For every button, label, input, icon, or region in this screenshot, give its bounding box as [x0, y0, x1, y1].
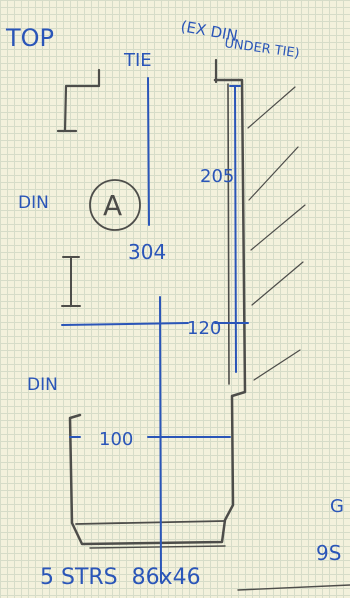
- footer-annotation: 5 STRS 86x46: [40, 565, 201, 590]
- cutoff-text-2: 9S: [316, 541, 341, 565]
- dimension-100: 100: [99, 429, 133, 450]
- bottom-right-line: [237, 584, 350, 591]
- right-wall-outline: [68, 78, 247, 546]
- din-label-upper: DIN: [18, 193, 49, 213]
- bottom-base-curve: [89, 545, 226, 549]
- right-wall-inner: [227, 83, 230, 385]
- cutoff-text-1: G: [330, 496, 344, 517]
- bottom-base-outline: [75, 520, 225, 525]
- din-label-lower: DIN: [27, 375, 58, 395]
- dimension-304: 304: [128, 240, 166, 264]
- section-circle: [89, 179, 141, 231]
- view-label: TOP: [5, 24, 54, 52]
- section-label: A: [103, 189, 122, 222]
- tie-label: TIE: [123, 50, 152, 71]
- dimension-120: 120: [187, 318, 221, 339]
- dim-line-205: [234, 85, 237, 373]
- horizontal-dim-120: [61, 322, 189, 326]
- tie-line: [147, 77, 150, 226]
- dimension-205: 205: [200, 166, 234, 187]
- wall-hatching: [247, 86, 306, 381]
- top-left-bracket: [56, 68, 101, 133]
- i-beam-symbol: [61, 256, 81, 307]
- vertical-center-line: [159, 296, 162, 583]
- note-line-2: UNDER TIE): [223, 36, 300, 61]
